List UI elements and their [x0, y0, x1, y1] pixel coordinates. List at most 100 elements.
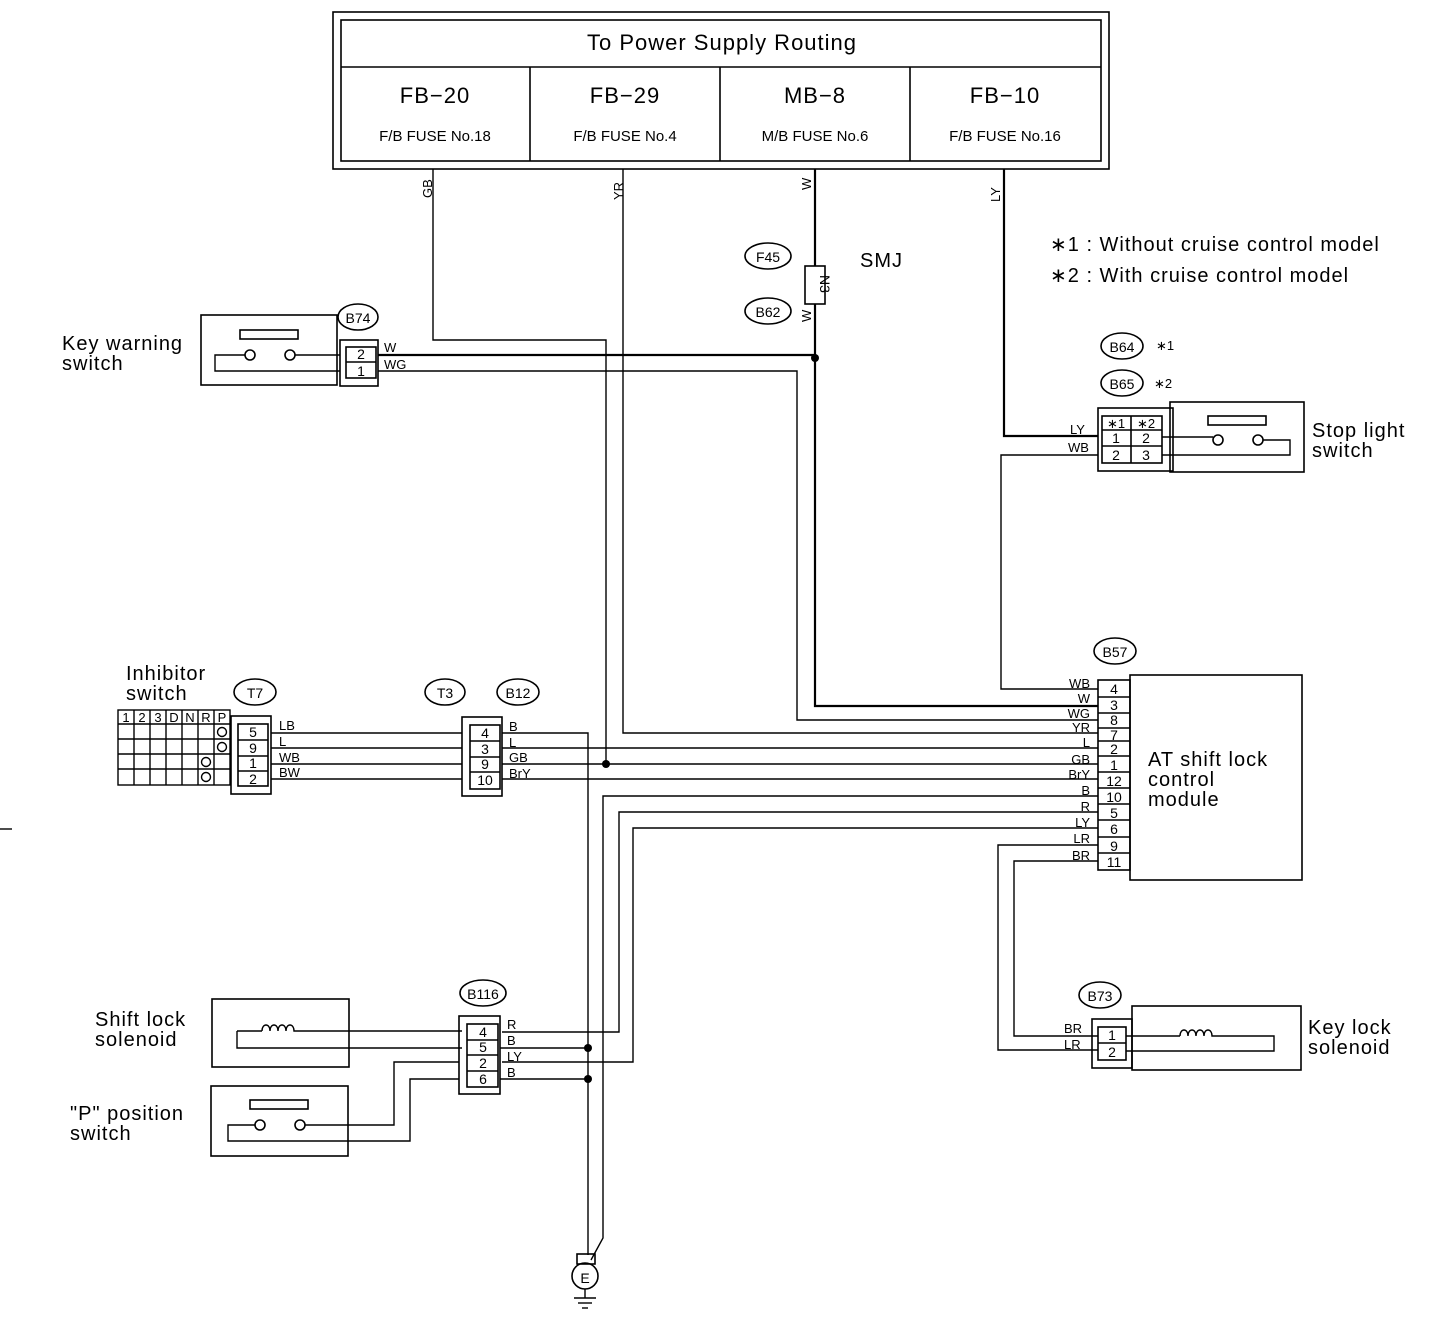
wire-br	[1013, 860, 1098, 1037]
inh-pos-d: D	[169, 710, 178, 725]
key-warning-switch: Key warning switch B74 2 1 W WG	[62, 303, 406, 387]
b57-pin-11: 11	[1107, 854, 1122, 870]
splice-b1	[584, 1044, 592, 1052]
t3-label: T3	[437, 685, 454, 701]
b73-label: B73	[1088, 988, 1113, 1004]
b74-wire-w: W	[384, 340, 397, 355]
b12-pin-3: 3	[481, 741, 489, 757]
b116-pin-5: 5	[479, 1039, 487, 1055]
ground-label: E	[580, 1270, 589, 1286]
inh-pos-p: P	[218, 710, 227, 725]
fuse-label-2: F/B FUSE No.4	[573, 128, 676, 145]
stop-hdr-1: ∗1	[1107, 416, 1125, 431]
b74-wire-wg: WG	[384, 357, 406, 372]
fuse-code-4: FB−10	[970, 83, 1040, 108]
f45-label: F45	[756, 249, 780, 265]
stop-light-label-1: Stop light	[1312, 420, 1405, 442]
b116-wire-ly: LY	[507, 1049, 522, 1064]
fuse-label-4: F/B FUSE No.16	[949, 128, 1061, 145]
b57-pin-4: 4	[1110, 681, 1118, 697]
shift-lock-label-1: Shift lock	[95, 1009, 186, 1031]
wire-gb	[432, 169, 607, 764]
b64-star: ∗1	[1156, 338, 1174, 353]
b64-label: B64	[1110, 339, 1135, 355]
stop-hdr-2: ∗2	[1137, 416, 1155, 431]
b116-pin-2: 2	[479, 1055, 487, 1071]
shift-lock-label-2: solenoid	[95, 1029, 178, 1051]
fuse-label-3: M/B FUSE No.6	[762, 128, 869, 145]
wire-label-yr: YR	[611, 182, 626, 200]
wire-ly-stop	[1002, 169, 1098, 438]
at-shift-lock-module: B57 4 3 8 7 2 1 12 10 5 6 9 11 WB W WG	[1068, 637, 1303, 881]
b57-pin-10: 10	[1106, 789, 1122, 805]
b12-wire-gb: GB	[509, 750, 528, 765]
t7-pin-5: 5	[249, 724, 257, 740]
b12-label: B12	[506, 685, 531, 701]
key-lock-solenoid: B73 1 2 BR LR Key lock solenoid	[1064, 981, 1392, 1071]
b57-wire-yr: YR	[1072, 720, 1090, 735]
b57-wire-r: R	[1081, 799, 1090, 814]
b57-pin-12: 12	[1106, 773, 1122, 789]
stop-pin-2b: 3	[1142, 447, 1150, 463]
b73-wire-br: BR	[1064, 1021, 1082, 1036]
b65-star: ∗2	[1154, 376, 1172, 391]
inh-pos-3: 3	[154, 710, 161, 725]
b73-pin-2: 2	[1108, 1044, 1116, 1060]
b57-pin-9: 9	[1110, 838, 1118, 854]
b73-pin-1: 1	[1108, 1027, 1116, 1043]
fuse-code-1: FB−20	[400, 83, 470, 108]
stop-pin-2a: 2	[1112, 447, 1120, 463]
b74-label: B74	[346, 310, 371, 326]
wire-b12-b-ground	[502, 732, 589, 1235]
b74-pin-1: 1	[357, 363, 365, 379]
inhibitor-label-1: Inhibitor	[126, 663, 206, 685]
wire-b-module-ground	[590, 795, 1098, 1261]
fuse-label-1: F/B FUSE No.18	[379, 128, 491, 145]
b65-label: B65	[1110, 376, 1135, 392]
b57-wire-br: BR	[1072, 848, 1090, 863]
b57-pin-2: 2	[1110, 741, 1118, 757]
stop-wire-wb: WB	[1068, 440, 1089, 455]
t7-wire-l: L	[279, 734, 286, 749]
inh-pos-n: N	[185, 710, 194, 725]
t7-wire-lb: LB	[279, 718, 295, 733]
wire-yr	[622, 169, 1098, 734]
p-position-switch: "P" position switch	[70, 1061, 459, 1157]
splice-b2	[584, 1075, 592, 1083]
b57-pin-5: 5	[1110, 805, 1118, 821]
fuse-code-2: FB−29	[590, 83, 660, 108]
power-supply-box: To Power Supply Routing FB−20 FB−29 MB−8…	[332, 11, 1110, 170]
t7-pin-2: 2	[249, 771, 257, 787]
wire-label-ly: LY	[988, 187, 1003, 202]
b57-label: B57	[1103, 644, 1128, 660]
stop-pin-1a: 1	[1112, 430, 1120, 446]
wire-ly	[502, 827, 1098, 1063]
key-lock-label-2: solenoid	[1308, 1037, 1391, 1059]
b116-pin-4: 4	[479, 1024, 487, 1040]
module-label-1: AT shift lock	[1148, 749, 1268, 771]
b57-wire-wg: WG	[1068, 706, 1090, 721]
t7-wire-wb: WB	[279, 750, 300, 765]
t3-b12-connector: T3 B12 4 3 9 10 B L GB BrY	[424, 678, 540, 797]
note-1: ∗1 : Without cruise control model	[1050, 234, 1380, 256]
b57-wire-gb: GB	[1071, 752, 1090, 767]
b57-pin-8: 8	[1110, 712, 1118, 728]
stop-light-label-2: switch	[1312, 440, 1374, 462]
inh-pos-1: 1	[122, 710, 129, 725]
wire-lr	[997, 844, 1098, 1051]
b57-wire-wb: WB	[1069, 676, 1090, 691]
splice-w	[811, 354, 819, 362]
wire-wb-stop	[1000, 454, 1098, 690]
wire-label-gb: GB	[420, 179, 435, 198]
b12-pin-4: 4	[481, 725, 489, 741]
key-lock-label-1: Key lock	[1308, 1017, 1392, 1039]
b12-wire-bry: BrY	[509, 766, 531, 781]
wire-label-w: W	[799, 177, 814, 190]
b116-wire-r: R	[507, 1017, 516, 1032]
inh-pos-r: R	[201, 710, 210, 725]
b57-pin-grid	[1098, 696, 1130, 854]
t7-pin-9: 9	[249, 740, 257, 756]
ground-symbol: E	[571, 1235, 599, 1309]
stop-light-switch: B64 ∗1 B65 ∗2 ∗1 ∗2 1 2 2 3 LY WB Stop l…	[1068, 332, 1405, 473]
